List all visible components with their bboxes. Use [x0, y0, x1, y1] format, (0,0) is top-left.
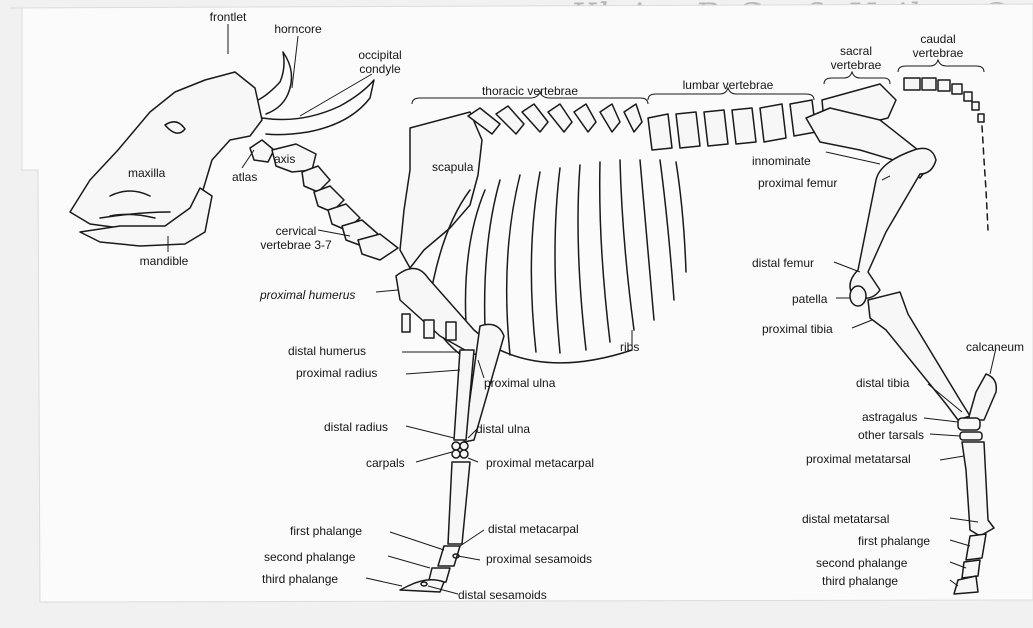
label-frontlet: frontlet: [210, 10, 247, 24]
label-proximal-ulna: proximal ulna: [484, 376, 555, 390]
label-mandible: mandible: [140, 254, 189, 268]
label-second-phalange: second phalange: [264, 550, 355, 564]
label-proximal-radius: proximal radius: [296, 366, 377, 380]
label-other-tarsals: other tarsals: [858, 428, 924, 442]
label-patella: patella: [792, 292, 827, 306]
label-distal-radius: distal radius: [324, 420, 388, 434]
label-distal-tibia: distal tibia: [856, 376, 909, 390]
label-distal-sesamoids: distal sesamoids: [458, 588, 547, 602]
label-sacral-vertebrae: sacral vertebrae: [828, 44, 884, 72]
astragalus-bone: [958, 418, 980, 430]
label-distal-metatarsal: distal metatarsal: [802, 512, 889, 526]
label-third-phalange-hind: third phalange: [822, 574, 898, 588]
label-proximal-humerus: proximal humerus: [260, 288, 355, 302]
label-first-phalange-hind: first phalange: [858, 534, 930, 548]
patella-bone: [850, 286, 866, 306]
label-lumbar-vertebrae: lumbar vertebrae: [683, 78, 774, 92]
label-astragalus: astragalus: [862, 410, 917, 424]
label-distal-ulna: distal ulna: [476, 422, 530, 436]
label-distal-femur: distal femur: [752, 256, 814, 270]
label-proximal-sesamoids: proximal sesamoids: [486, 552, 592, 566]
label-distal-humerus: distal humerus: [288, 344, 366, 358]
label-atlas: atlas: [232, 170, 257, 184]
label-proximal-femur: proximal femur: [758, 176, 837, 190]
label-scapula: scapula: [432, 160, 473, 174]
label-proximal-metacarpal: proximal metacarpal: [486, 456, 594, 470]
label-proximal-metatarsal: proximal metatarsal: [806, 452, 911, 466]
label-calcaneum: calcaneum: [966, 340, 1024, 354]
label-occipital-condyle: occipital condyle: [345, 48, 415, 76]
label-cervical-vertebrae: cervical vertebrae 3-7: [250, 224, 342, 252]
label-second-phalange-hind: second phalange: [816, 556, 907, 570]
label-carpals: carpals: [366, 456, 405, 470]
label-first-phalange: first phalange: [290, 524, 362, 538]
label-third-phalange: third phalange: [262, 572, 338, 586]
label-innominate: innominate: [752, 154, 811, 168]
label-axis: axis: [274, 152, 295, 166]
label-distal-metacarpal: distal metacarpal: [488, 522, 579, 536]
label-horncore: horncore: [274, 22, 321, 36]
label-proximal-tibia: proximal tibia: [762, 322, 833, 336]
label-ribs: ribs: [620, 340, 639, 354]
label-thoracic-vertebrae: thoracic vertebrae: [482, 84, 578, 98]
label-maxilla: maxilla: [128, 166, 165, 180]
label-caudal-vertebrae: caudal vertebrae: [908, 32, 968, 60]
